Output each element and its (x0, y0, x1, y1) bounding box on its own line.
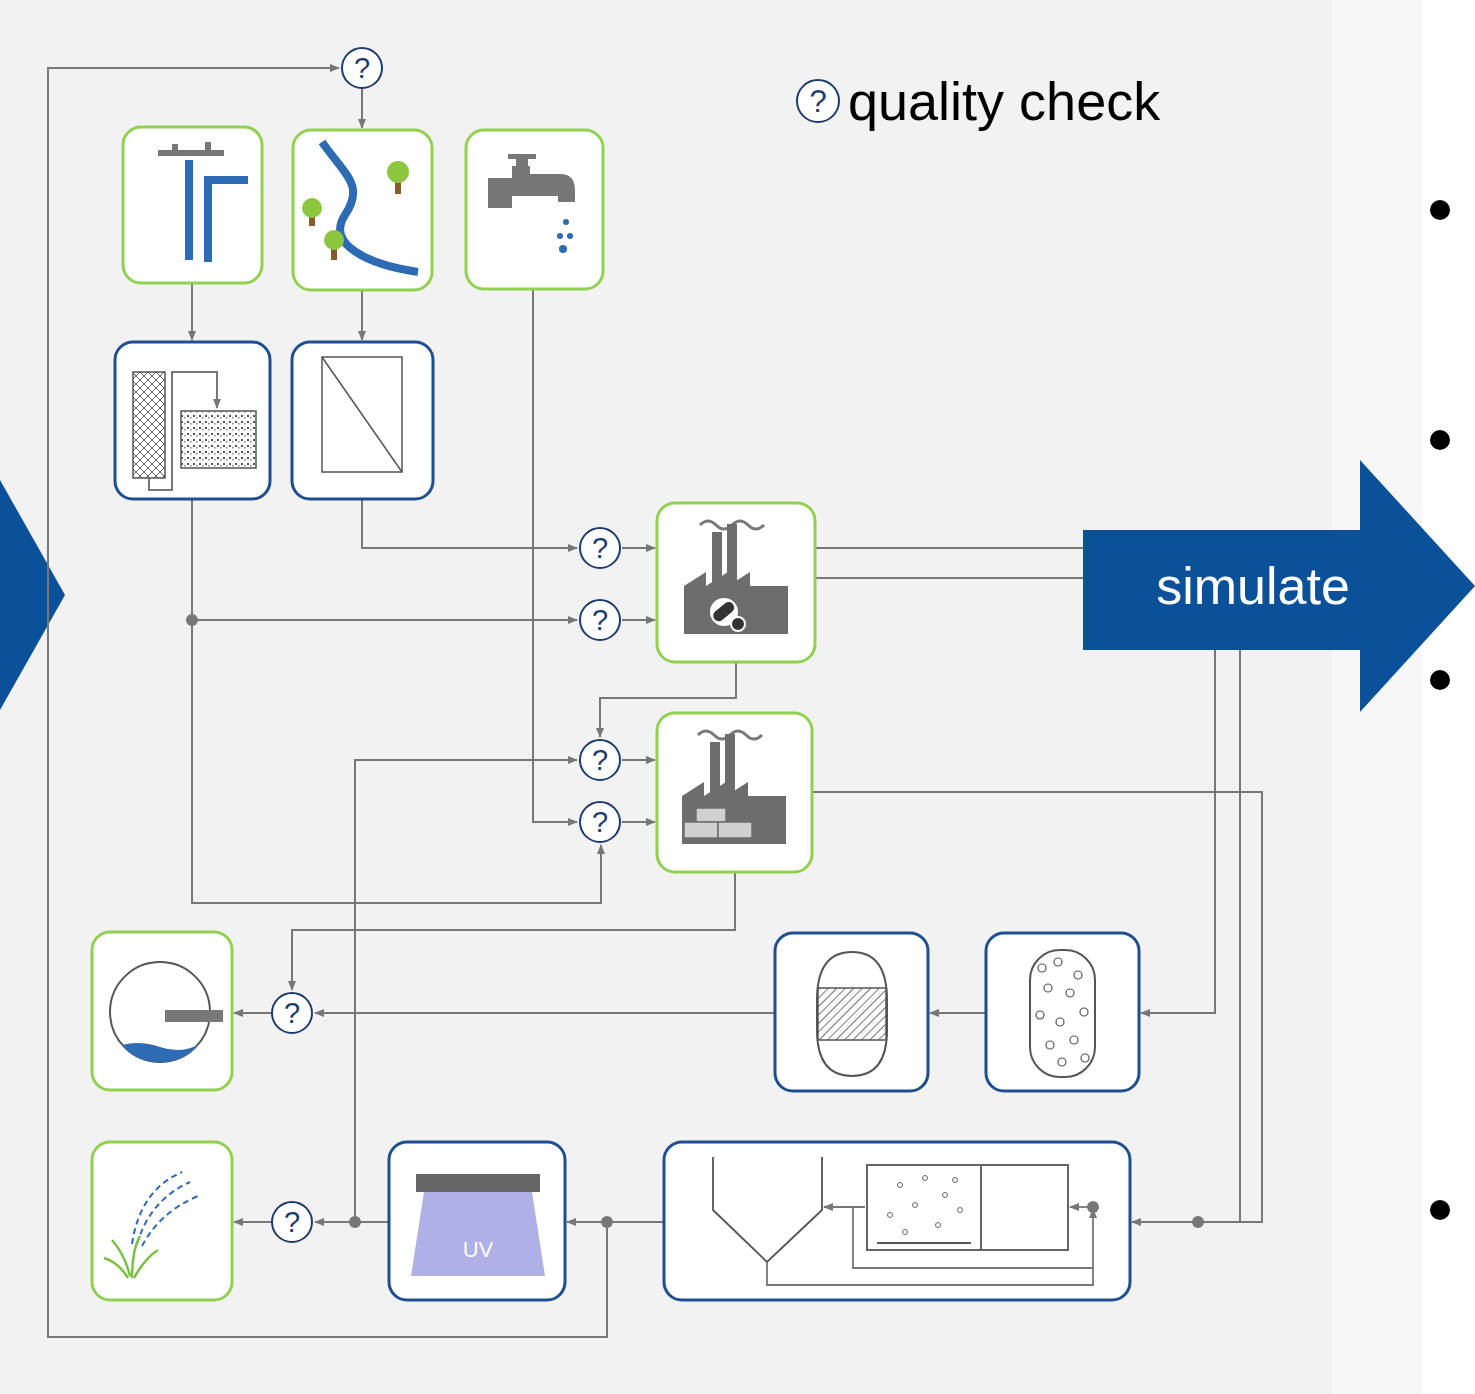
quality-check-circle: ? (579, 801, 621, 843)
quality-check-circle: ? (271, 992, 313, 1034)
check-symbol: ? (592, 808, 608, 837)
quality-check-circle: ? (579, 599, 621, 641)
step-label: simulate (1156, 560, 1350, 612)
simulate-arrow: simulate (1083, 460, 1475, 712)
check-symbol: ? (284, 1208, 300, 1237)
check-symbol: ? (809, 86, 826, 117)
check-symbol: ? (592, 534, 608, 563)
quality-check-circle: ? (341, 47, 383, 89)
check-symbol: ? (592, 746, 608, 775)
quality-check-circle: ? (271, 1201, 313, 1243)
legend-sample-circle: ? (796, 79, 840, 123)
quality-check-circle: ? (579, 527, 621, 569)
quality-check-circle: ? (579, 739, 621, 781)
check-symbol: ? (354, 54, 370, 83)
check-symbol: ? (592, 606, 608, 635)
legend-text: quality check (848, 74, 1160, 128)
check-symbol: ? (284, 999, 300, 1028)
arrow-fill (1083, 460, 1475, 712)
uv-label: UV (463, 1239, 494, 1261)
